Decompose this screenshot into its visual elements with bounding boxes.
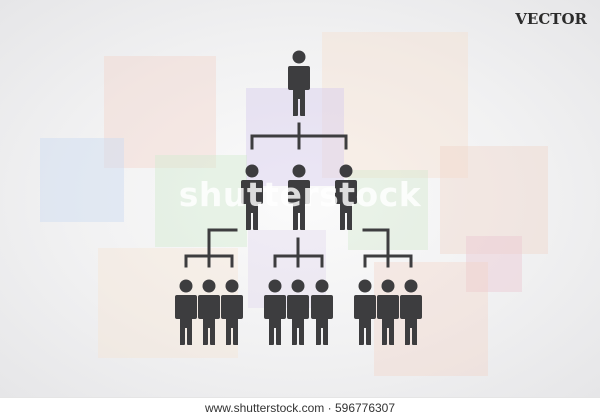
- pastel-square: [155, 155, 247, 247]
- person-icon: [377, 279, 399, 345]
- person-icon: [221, 279, 243, 345]
- person-icon: [311, 279, 333, 345]
- pastel-square: [322, 32, 468, 178]
- vector-label: VECTOR: [515, 10, 587, 28]
- pastel-square: [104, 56, 216, 168]
- person-icon: [198, 279, 220, 345]
- connector-lines: [184, 122, 413, 268]
- artwork: VECTOR shutterstock: [0, 0, 600, 397]
- person-icon: [354, 279, 376, 345]
- person-icon: [175, 279, 197, 345]
- person-icon: [287, 279, 309, 345]
- person-icon: [264, 279, 286, 345]
- footer: www.shutterstock.com · 596776307: [0, 397, 600, 418]
- person-icon: [400, 279, 422, 345]
- footer-text: www.shutterstock.com · 596776307: [204, 401, 396, 415]
- pastel-square: [440, 146, 548, 254]
- org-chart-hierarchy-icon: [175, 50, 422, 345]
- pastel-square: [40, 138, 124, 222]
- watermark: shutterstock: [178, 175, 422, 214]
- pastel-square: [466, 236, 522, 292]
- person-icon: [288, 50, 310, 116]
